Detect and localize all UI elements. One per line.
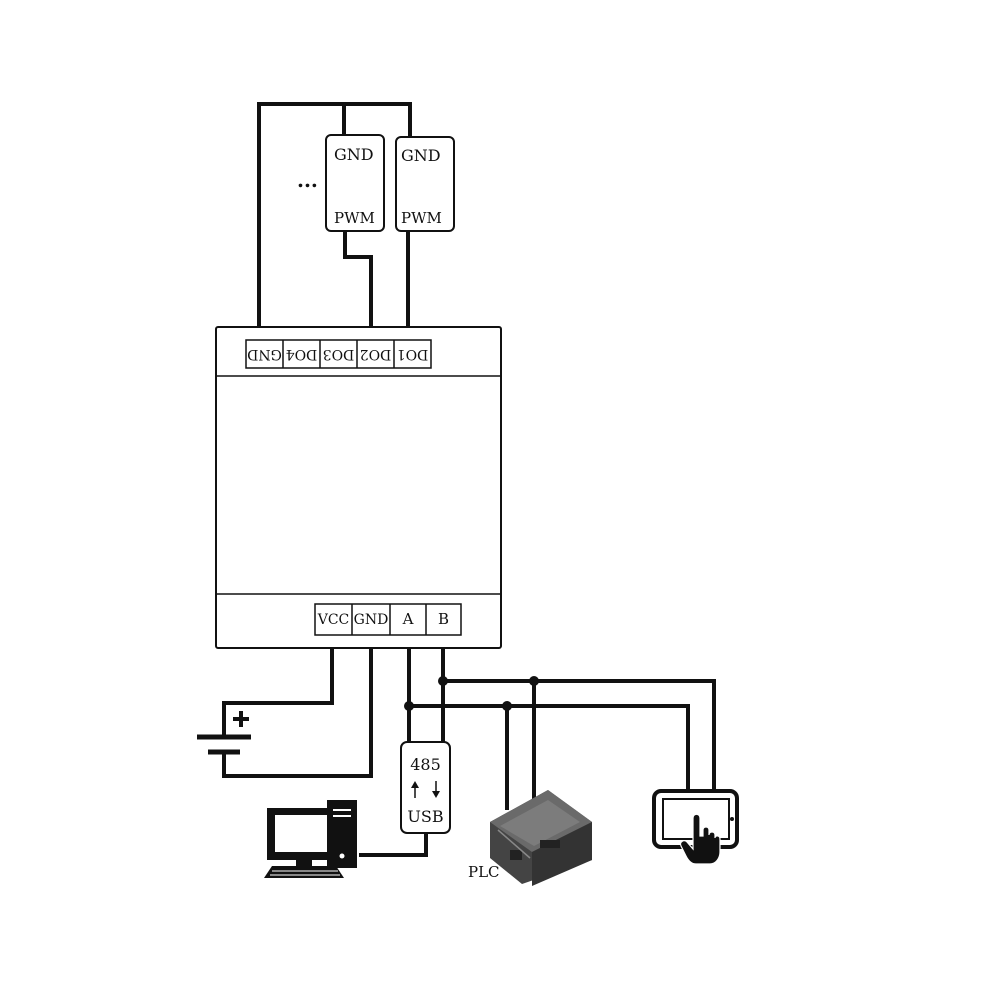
top-terminal-block: GND DO4 DO3 DO2 DO1 [245, 339, 432, 369]
wire-vcc-to-battery [222, 648, 334, 718]
pwm-device-2: GND PWM [395, 136, 455, 232]
terminal-do1: DO1 [397, 346, 429, 362]
up-arrow-icon [411, 781, 419, 798]
wires [222, 102, 716, 857]
junction-a-bus [404, 701, 414, 711]
pwm-device-1-pwm-label: PWM [334, 209, 375, 227]
wire-pwm1-to-do2 [343, 230, 373, 328]
usb-485-converter: 485 USB [400, 741, 451, 834]
bottom-terminal-block: VCC GND A B [314, 603, 462, 636]
plc-icon [490, 790, 592, 886]
pwm-device-2-pwm-label: PWM [401, 209, 442, 227]
pwm-device-1-gnd-label: GND [334, 145, 374, 164]
terminal-do4: DO4 [286, 346, 318, 362]
converter-bottom-label: USB [407, 807, 443, 826]
terminal-do2: DO2 [360, 346, 392, 362]
terminal-a: A [402, 610, 414, 628]
down-arrow-icon [432, 781, 440, 798]
tablet-touch-icon [652, 789, 739, 865]
terminal-vcc: VCC [317, 612, 350, 628]
ellipsis: ... [297, 168, 318, 192]
battery-icon [197, 711, 251, 755]
wire-gnd-to-battery [222, 648, 373, 778]
pwm-device-1: GND PWM [325, 134, 385, 232]
plc-label: PLC [468, 863, 500, 881]
converter-top-label: 485 [410, 755, 441, 774]
terminal-gnd-top: GND [247, 346, 282, 362]
pwm-device-2-gnd-label: GND [401, 146, 441, 165]
junction-b-plc [529, 676, 539, 686]
terminal-b: B [438, 610, 449, 628]
terminal-do3: DO3 [323, 346, 355, 362]
terminal-gnd-bottom: GND [354, 612, 389, 628]
io-module: GND DO4 DO3 DO2 DO1 VCC GND A B [215, 326, 502, 649]
hand-pointer-icon [679, 813, 721, 865]
junction-a-plc [502, 701, 512, 711]
junction-b-bus [438, 676, 448, 686]
computer-icon [264, 800, 357, 878]
wire-usb-to-computer [359, 833, 428, 857]
wire-b-bus [443, 679, 716, 793]
